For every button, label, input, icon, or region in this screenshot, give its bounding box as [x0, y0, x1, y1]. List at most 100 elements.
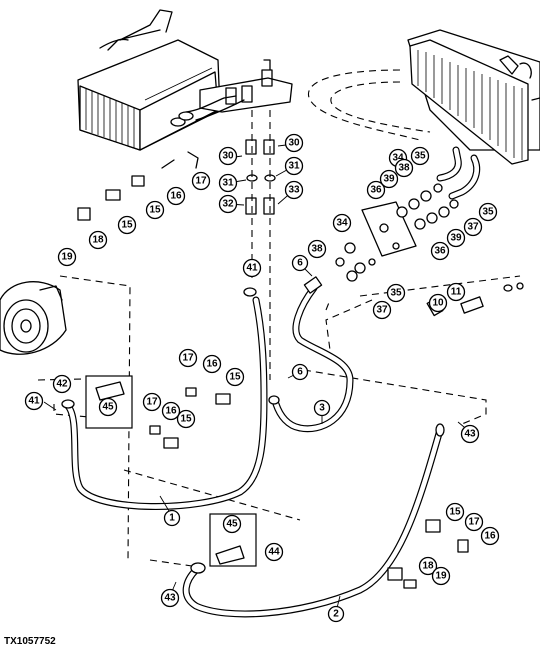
callout-label: 41: [28, 396, 40, 407]
callout-circle: [24, 391, 44, 411]
callout-11: 11: [446, 282, 466, 302]
callout-circle: [142, 392, 162, 412]
callout-circle: [464, 512, 484, 532]
callout-circle: [284, 133, 304, 153]
callout-label: 41: [246, 263, 258, 274]
callout-circle: [386, 283, 406, 303]
callout-label: 39: [383, 174, 395, 185]
callout-circle: [88, 230, 108, 250]
callout-circle: [161, 401, 181, 421]
condenser-inlet-tubes: [436, 146, 481, 200]
callout-18: 18: [418, 556, 438, 576]
callout-circle: [366, 180, 386, 200]
callout-label: 30: [222, 151, 234, 162]
callout-label: 34: [336, 218, 348, 229]
callout-circle: [431, 566, 451, 586]
callout-1: 1: [163, 509, 181, 527]
center-fitting-stack: [245, 139, 276, 215]
callout-label: 17: [146, 397, 158, 408]
callout-circle: [178, 348, 198, 368]
callout-label: 35: [414, 151, 426, 162]
callout-38: 38: [394, 158, 414, 178]
evaporator-outlet-fittings: [170, 59, 293, 127]
callout-circle: [478, 202, 498, 222]
callout-circle: [191, 171, 211, 191]
callout-35: 35: [386, 283, 406, 303]
callout-label: 17: [182, 353, 194, 364]
callout-label: 15: [449, 507, 461, 518]
callout-circle: [145, 200, 165, 220]
drier-guide-line-b: [325, 299, 373, 351]
callout-45: 45: [98, 397, 118, 417]
callout-19: 19: [431, 566, 451, 586]
callouts: 1236610111515151515161616161717171718181…: [24, 133, 500, 623]
callout-circle: [379, 169, 399, 189]
callout-circle: [313, 399, 331, 417]
callout-17: 17: [142, 392, 162, 412]
callout-label: 30: [288, 138, 300, 149]
callout-16: 16: [166, 186, 186, 206]
condenser: [407, 29, 540, 165]
callout-label: 45: [102, 402, 114, 413]
callout-label: 6: [297, 258, 303, 269]
callout-circle: [307, 239, 327, 259]
callout-16: 16: [480, 526, 500, 546]
callout-label: 17: [468, 517, 480, 528]
compressor-guide-line: [59, 275, 131, 561]
callout-circle: [57, 247, 77, 267]
callout-39: 39: [379, 169, 399, 189]
callout-label: 38: [398, 163, 410, 174]
callout-41: 41: [24, 391, 44, 411]
callout-circle: [446, 282, 466, 302]
compressor: [0, 281, 67, 355]
callout-circle: [166, 186, 186, 206]
compressor-guide-line-c: [53, 404, 125, 421]
callout-label: 34: [392, 153, 404, 164]
callout-17: 17: [178, 348, 198, 368]
callout-label: 1: [169, 513, 175, 524]
hose-1: [61, 287, 268, 510]
callout-30: 30: [284, 133, 304, 153]
callout-37: 37: [372, 300, 392, 320]
callout-38: 38: [307, 239, 327, 259]
receiver-drier-bracket: [361, 201, 417, 257]
callout-label: 15: [121, 220, 133, 231]
callout-label: 43: [164, 593, 176, 604]
callout-15: 15: [225, 367, 245, 387]
callout-17: 17: [464, 512, 484, 532]
callout-label: 15: [149, 205, 161, 216]
callout-label: 36: [370, 185, 382, 196]
callout-label: 16: [484, 531, 496, 542]
callout-circle: [202, 354, 222, 374]
callout-circle: [291, 363, 309, 381]
callout-circle: [264, 542, 284, 562]
callout-label: 18: [422, 561, 434, 572]
callout-label: 19: [61, 252, 73, 263]
callout-label: 16: [165, 406, 177, 417]
callout-2: 2: [327, 605, 345, 623]
callout-circle: [52, 374, 72, 394]
callout-37: 37: [463, 217, 483, 237]
callout-label: 2: [333, 609, 339, 620]
callout-35: 35: [478, 202, 498, 222]
callout-label: 43: [464, 429, 476, 440]
right-guide-line: [303, 369, 487, 425]
callout-circle: [218, 173, 238, 193]
callout-circle: [163, 509, 181, 527]
hose-2-compressor-fitting: [190, 562, 206, 574]
callout-label: 45: [226, 519, 238, 530]
callout-label: 11: [451, 287, 462, 298]
callout-circle: [242, 258, 262, 278]
callout-39: 39: [446, 228, 466, 248]
callout-label: 35: [390, 288, 402, 299]
callout-circle: [291, 254, 309, 272]
callout-circle: [225, 367, 245, 387]
callout-label: 6: [297, 367, 303, 378]
callout-15: 15: [445, 502, 465, 522]
callout-circle: [332, 213, 352, 233]
callout-label: 10: [432, 298, 444, 309]
callout-label: 33: [288, 185, 300, 196]
callout-circle: [284, 180, 304, 200]
callout-33: 33: [284, 180, 304, 200]
callout-15: 15: [117, 215, 137, 235]
